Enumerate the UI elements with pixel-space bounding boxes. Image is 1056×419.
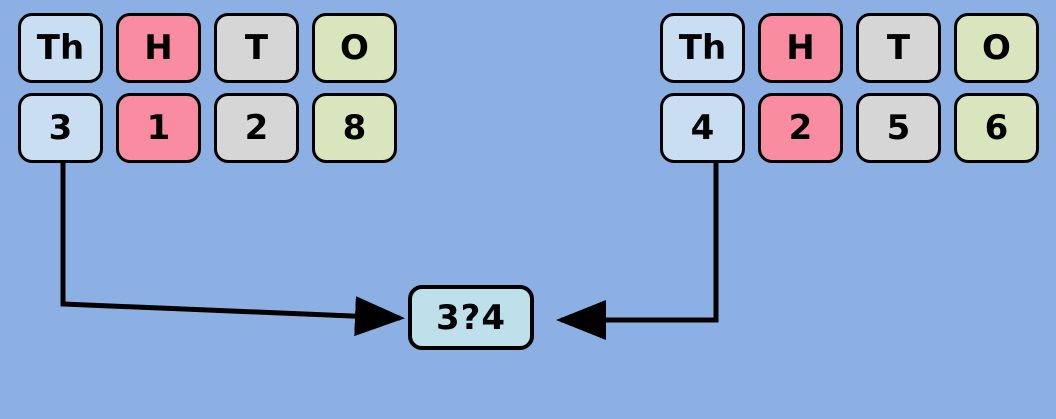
right-header-thousands[interactable]: Th [660,13,745,83]
right-digit-ones[interactable]: 6 [954,93,1039,163]
right-digit-hundreds[interactable]: 2 [758,93,843,163]
right-digit-tens[interactable]: 5 [856,93,941,163]
left-chart-header-row: Th H T O [18,13,397,83]
right-thousands-connector-arrow [556,163,719,340]
left-digit-ones[interactable]: 8 [312,93,397,163]
left-digit-thousands[interactable]: 3 [18,93,103,163]
right-place-value-chart: Th H T O 4 2 5 6 [660,13,1039,163]
left-place-value-chart: Th H T O 3 1 2 8 [18,13,397,163]
left-thousands-connector-arrow [60,163,405,337]
left-digit-hundreds[interactable]: 1 [116,93,201,163]
comparison-box[interactable]: 3?4 [408,285,534,350]
right-header-ones[interactable]: O [954,13,1039,83]
left-header-tens[interactable]: T [214,13,299,83]
right-chart-header-row: Th H T O [660,13,1039,83]
right-header-tens[interactable]: T [856,13,941,83]
left-digit-tens[interactable]: 2 [214,93,299,163]
right-header-hundreds[interactable]: H [758,13,843,83]
right-chart-digit-row: 4 2 5 6 [660,93,1039,163]
left-chart-digit-row: 3 1 2 8 [18,93,397,163]
left-header-thousands[interactable]: Th [18,13,103,83]
right-digit-thousands[interactable]: 4 [660,93,745,163]
left-header-hundreds[interactable]: H [116,13,201,83]
left-header-ones[interactable]: O [312,13,397,83]
